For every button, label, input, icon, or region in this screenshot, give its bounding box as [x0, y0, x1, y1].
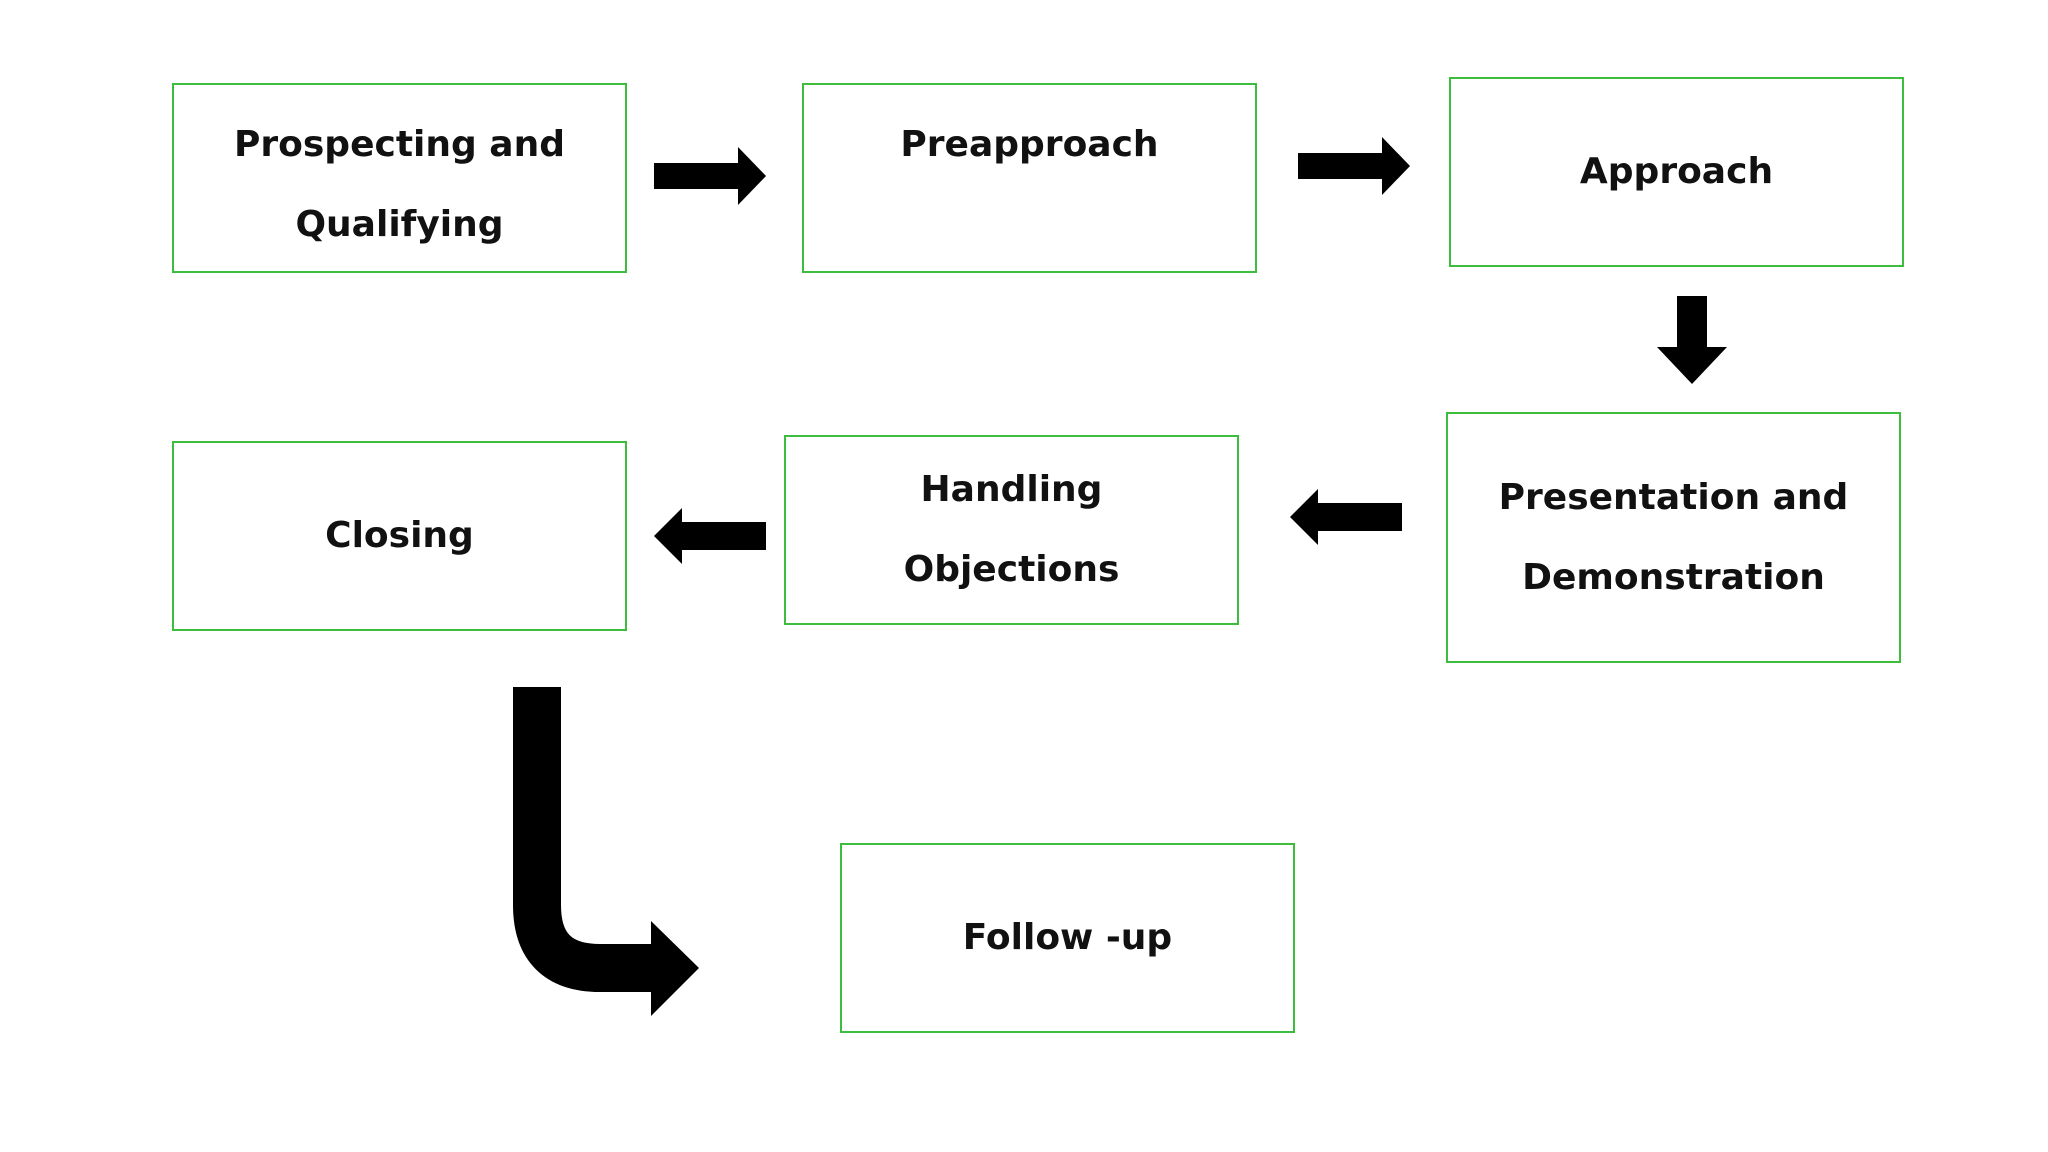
step-label-line: Approach — [1579, 151, 1774, 192]
arrow-down-icon — [1657, 296, 1727, 384]
step-label-line: Objections — [903, 549, 1120, 590]
bent-arrow-icon — [513, 687, 699, 1016]
step-label-line: Prospecting and — [234, 124, 565, 165]
arrow-left-icon — [654, 508, 766, 564]
step-label-line: Handling — [920, 469, 1103, 510]
step-label-line: Demonstration — [1522, 556, 1825, 598]
step-follow-up: Follow -up — [840, 843, 1295, 1033]
step-closing: Closing — [172, 441, 627, 631]
step-label-line: Closing — [325, 515, 474, 556]
step-prospecting-and-qualifying: Prospecting and Qualifying — [172, 83, 627, 273]
step-label-line: Qualifying — [295, 204, 504, 245]
step-handling-objections: Handling Objections — [784, 435, 1239, 625]
arrow-left-icon — [1290, 489, 1402, 545]
step-label-line: Presentation and — [1498, 476, 1849, 518]
step-approach: Approach — [1449, 77, 1904, 267]
step-presentation-and-demonstration: Presentation and Demonstration — [1446, 412, 1901, 663]
step-label-line: Follow -up — [962, 917, 1173, 958]
step-preapproach: Preapproach — [802, 83, 1257, 273]
arrow-right-icon — [654, 147, 766, 205]
arrow-right-icon — [1298, 137, 1410, 195]
step-label-line: Preapproach — [900, 124, 1159, 165]
